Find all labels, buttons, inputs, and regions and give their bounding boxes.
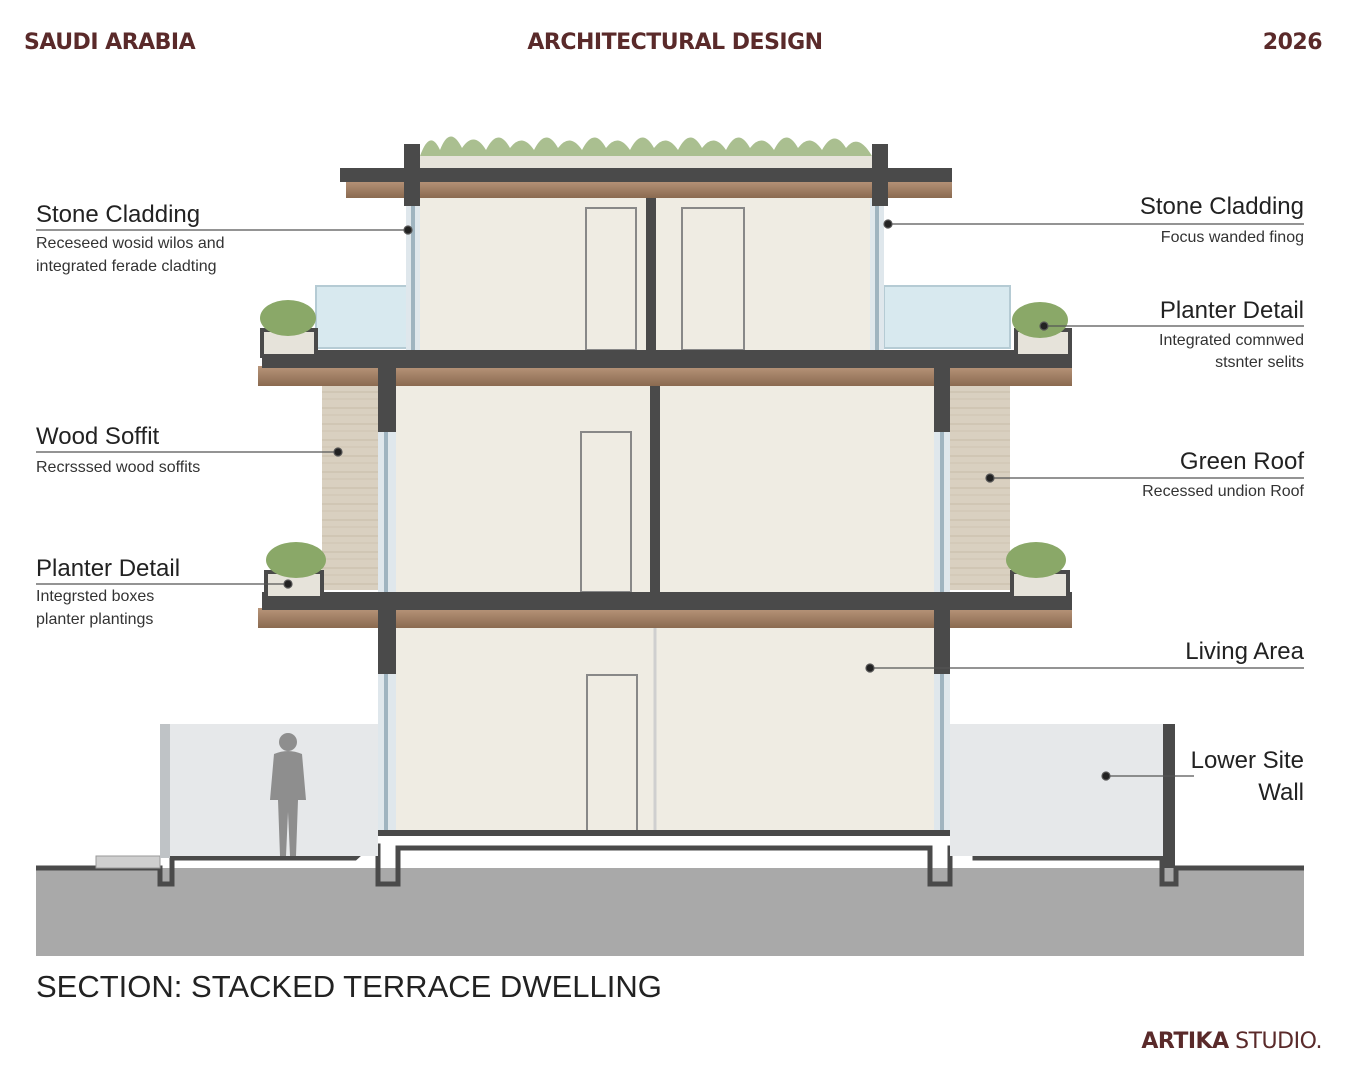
top-floor bbox=[315, 182, 1011, 351]
studio-brand-name: ARTIKA bbox=[1141, 1029, 1229, 1054]
label-planter-detail-right-sub-1: Integrated comnwed bbox=[1159, 332, 1304, 349]
person-figure bbox=[270, 733, 306, 856]
lower-site-wall-right bbox=[950, 724, 1175, 868]
label-wood-soffit-sub: Recrsssed wood soffits bbox=[36, 459, 200, 476]
label-stone-cladding-left: Stone Cladding bbox=[36, 201, 200, 228]
label-green-roof-sub: Recessed undion Roof bbox=[1142, 483, 1304, 500]
label-stone-cladding-left-sub-2: integrated ferade cladting bbox=[36, 258, 217, 275]
ground-floor bbox=[378, 610, 950, 836]
leader-lines bbox=[36, 219, 1304, 781]
label-lower-site-wall-line-2: Wall bbox=[1258, 779, 1304, 806]
upper-slab bbox=[258, 328, 1072, 432]
label-planter-detail-right: Planter Detail bbox=[1160, 297, 1304, 324]
studio-brand: ARTIKA STUDIO. bbox=[1141, 1029, 1322, 1054]
label-planter-detail-left: Planter Detail bbox=[36, 555, 180, 582]
second-floor bbox=[322, 368, 1010, 593]
section-title: SECTION: STACKED TERRACE DWELLING bbox=[36, 969, 662, 1004]
header-year: 2026 bbox=[1262, 30, 1323, 55]
label-stone-cladding-left-sub-1: Receseed wosid wilos and bbox=[36, 235, 225, 252]
ground-mass bbox=[36, 843, 1304, 956]
label-green-roof: Green Roof bbox=[1180, 448, 1304, 475]
planter-plants bbox=[260, 300, 1068, 578]
label-wood-soffit: Wood Soffit bbox=[36, 423, 160, 450]
header-title: ARCHITECTURAL DESIGN bbox=[527, 30, 823, 55]
label-planter-detail-left-sub-1: Integrsted boxes bbox=[36, 588, 154, 605]
lower-site-wall-left bbox=[160, 724, 378, 858]
label-planter-detail-left-sub-2: planter plantings bbox=[36, 611, 153, 628]
label-planter-detail-right-sub-2: stsnter selits bbox=[1215, 354, 1304, 371]
roof bbox=[340, 136, 952, 206]
label-stone-cladding-right: Stone Cladding bbox=[1140, 193, 1304, 220]
label-stone-cladding-right-sub: Focus wanded finog bbox=[1161, 229, 1304, 246]
header-location: SAUDI ARABIA bbox=[24, 30, 196, 55]
label-lower-site-wall: Lower Site bbox=[1191, 747, 1304, 774]
studio-brand-suffix: STUDIO. bbox=[1235, 1029, 1322, 1054]
middle-slab bbox=[258, 570, 1072, 674]
label-living-area: Living Area bbox=[1185, 638, 1304, 665]
